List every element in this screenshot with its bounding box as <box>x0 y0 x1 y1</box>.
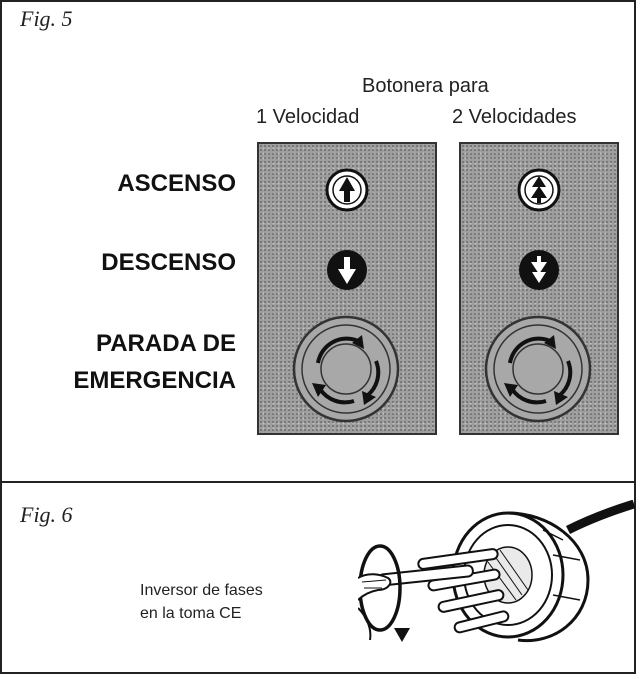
header-2-velocidades: 2 Velocidades <box>452 106 577 128</box>
label-emergencia: EMERGENCIA <box>73 367 236 394</box>
fig5-label: Fig. 5 <box>20 6 73 31</box>
emergency-stop-rotate-icon <box>484 315 592 423</box>
fig6-label: Fig. 6 <box>20 502 73 527</box>
figure-divider <box>0 481 636 483</box>
label-ascenso: ASCENSO <box>117 170 236 197</box>
header-botonera: Botonera para <box>362 75 489 97</box>
emergency-stop-rotate-icon <box>292 315 400 423</box>
plug-connector-icon <box>358 500 636 643</box>
double-down-arrow-button-icon <box>519 250 559 290</box>
double-up-arrow-button-icon <box>517 168 561 212</box>
inversor-text-line2: en la toma CE <box>140 605 242 622</box>
header-1-velocidad: 1 Velocidad <box>256 106 360 128</box>
inversor-text-line1: Inversor de fases <box>140 582 263 599</box>
up-arrow-button-icon <box>325 168 369 212</box>
label-parada: PARADA DE <box>95 330 236 357</box>
down-arrow-button-icon <box>327 250 367 290</box>
label-descenso: DESCENSO <box>101 249 236 276</box>
